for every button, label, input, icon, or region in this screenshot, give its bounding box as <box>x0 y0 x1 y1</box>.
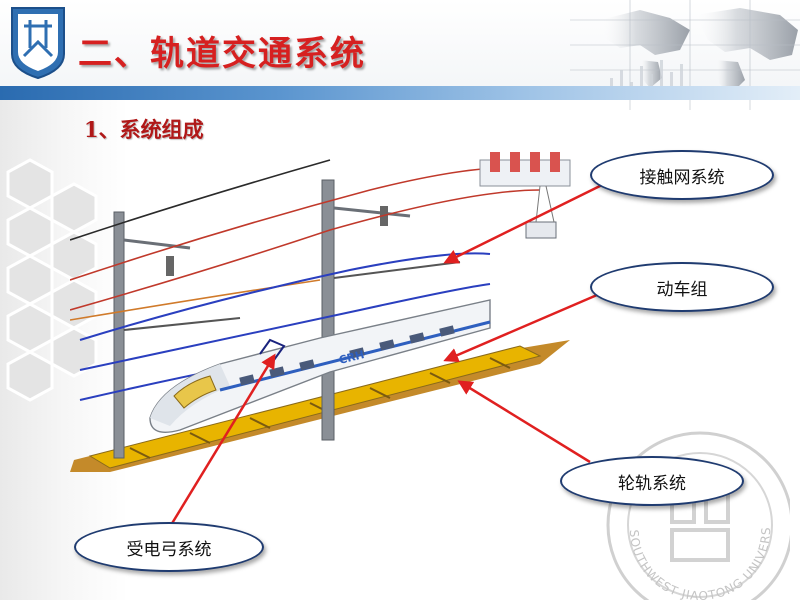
world-map-decoration <box>570 0 800 110</box>
hexagon-pattern-decoration <box>6 158 98 402</box>
callout-emu-label: 动车组 <box>656 279 708 300</box>
callout-emu: 动车组 <box>590 262 774 312</box>
catenary-masts <box>113 179 335 459</box>
callout-catenary-label: 接触网系统 <box>639 167 725 188</box>
callout-wheel-rail-system: 轮轨系统 <box>560 456 744 506</box>
train-crh-logo: CRH <box>338 348 366 367</box>
callout-pantograph-label: 受电弓系统 <box>126 539 212 560</box>
callout-wheel-rail-label: 轮轨系统 <box>618 473 686 494</box>
rail-system-illustration: CRH <box>70 152 571 472</box>
callout-pantograph-system: 受电弓系统 <box>74 522 264 572</box>
section-subtitle: 1、系统组成 <box>84 117 204 142</box>
header-gradient-bar <box>0 86 800 100</box>
university-logo-icon <box>11 7 65 80</box>
slide-title: 二、轨道交通系统 <box>78 34 366 74</box>
substation-buildings-icon <box>479 152 571 239</box>
callout-catenary-system: 接触网系统 <box>590 150 774 200</box>
